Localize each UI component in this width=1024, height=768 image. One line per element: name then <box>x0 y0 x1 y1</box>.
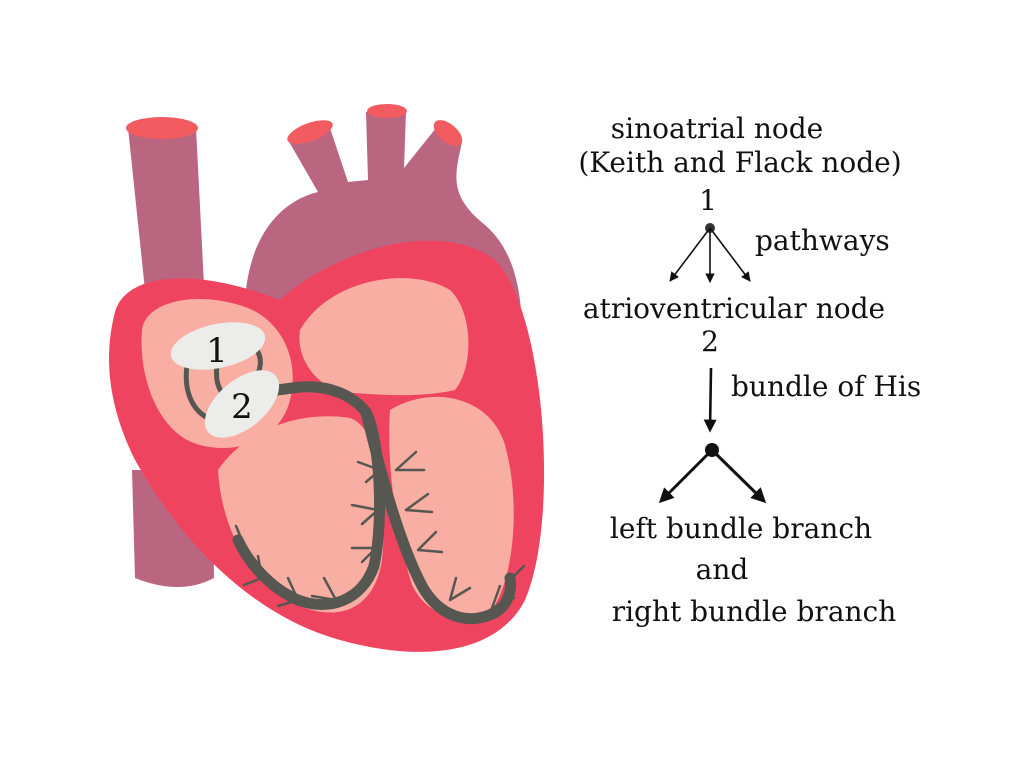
artery-opening-left <box>287 120 333 144</box>
left-bundle-branch-label: left bundle branch <box>610 512 872 545</box>
left-branch-arrow <box>658 448 714 504</box>
right-branch-arrow <box>710 448 767 504</box>
vena-cava-opening <box>126 117 198 139</box>
sa-node-marker <box>170 322 266 370</box>
and-label: and <box>696 553 749 586</box>
left-ventricle <box>389 396 514 618</box>
av-node-label: atrioventricular node <box>583 292 885 325</box>
pathway-arrow-left <box>669 227 711 282</box>
pathways-label: pathways <box>755 224 890 257</box>
av-node-marker <box>204 370 280 438</box>
sa-node-number: 1 <box>206 331 228 371</box>
superior-vena-cava <box>128 128 204 290</box>
bundle-of-his-label: bundle of His <box>731 370 921 403</box>
artery-opening-middle <box>367 104 407 118</box>
heart-illustration: 1 2 <box>109 104 545 652</box>
sa-node-label-line1: sinoatrial node <box>611 112 823 145</box>
right-bundle-branch-label: right bundle branch <box>612 595 897 628</box>
bundle-of-his-arrow <box>703 367 717 433</box>
av-node-flow-number: 2 <box>701 325 719 358</box>
purkinje-fibers <box>234 450 526 610</box>
sa-node-flow-number: 1 <box>699 184 717 217</box>
conduction-flowchart: sinoatrial node (Keith and Flack node) 1… <box>578 112 921 628</box>
av-node-number: 2 <box>231 387 253 427</box>
artery-opening-right <box>433 120 463 146</box>
left-atrium <box>299 278 469 396</box>
sa-node-label-line2: (Keith and Flack node) <box>578 146 901 179</box>
pathway-arrow-right <box>709 227 751 282</box>
